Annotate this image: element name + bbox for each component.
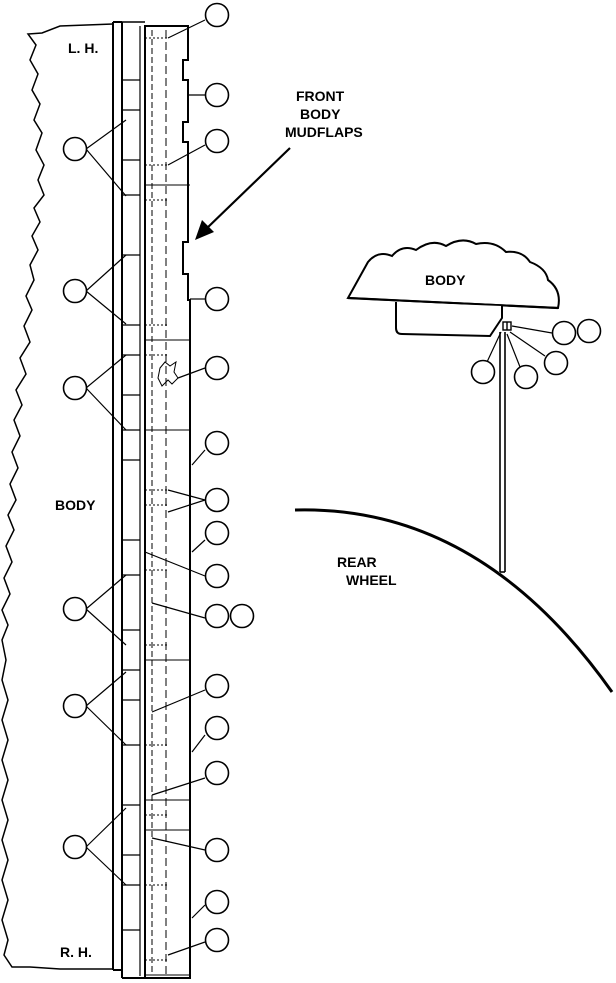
label-rh: R. H. <box>60 944 92 960</box>
leader-lines-rear <box>486 325 553 373</box>
label-front-line3: MUDFLAPS <box>285 124 363 140</box>
callout-circle <box>204 673 230 699</box>
callout-circle <box>204 563 230 589</box>
rear-mudflap-rod <box>499 332 506 573</box>
callout-circle <box>204 715 230 741</box>
callout-circle <box>204 82 230 108</box>
callout-circle <box>470 359 496 385</box>
callout-circle <box>62 596 88 622</box>
callout-circle <box>204 603 230 629</box>
rear-wheel-arc <box>294 508 614 693</box>
callout-circle <box>204 837 230 863</box>
callout-circle <box>204 355 230 381</box>
body-torn-edge <box>1 23 114 970</box>
label-front-line1: FRONT <box>296 88 345 104</box>
mudflap-pointer-arrow <box>195 147 291 240</box>
callout-circle <box>204 927 230 953</box>
label-lh: L. H. <box>68 40 98 56</box>
callout-circle <box>543 350 569 376</box>
callout-circle <box>62 834 88 860</box>
torn-patch <box>157 360 179 387</box>
label-rear-line2: WHEEL <box>346 572 397 588</box>
rear-fastener <box>502 321 512 331</box>
callout-circle <box>204 487 230 513</box>
callout-circle <box>204 430 230 456</box>
rear-mudflap-bracket <box>395 302 503 338</box>
rail-segments <box>122 26 141 976</box>
mudflap-strip <box>144 25 191 979</box>
callout-circle <box>204 520 230 546</box>
callout-circle <box>204 760 230 786</box>
callout-circle <box>204 889 230 915</box>
callout-circle <box>62 136 88 162</box>
rear-body-shape <box>346 239 560 310</box>
callout-circle <box>576 318 602 344</box>
callout-circle <box>204 286 230 312</box>
label-rear-line1: REAR <box>337 554 377 570</box>
callout-circle <box>551 320 577 346</box>
callouts-right <box>204 2 255 953</box>
callout-circle <box>62 278 88 304</box>
callout-circle <box>62 693 88 719</box>
callouts-rear <box>470 318 602 390</box>
mudflap-inner-lines <box>145 30 190 976</box>
callout-circle <box>62 375 88 401</box>
callout-circle <box>513 364 539 390</box>
callout-circle <box>204 2 230 28</box>
callout-circle <box>229 603 255 629</box>
label-body-left: BODY <box>55 497 96 513</box>
label-body-right: BODY <box>425 272 466 288</box>
leader-lines-left <box>85 119 127 886</box>
label-front-line2: BODY <box>300 106 341 122</box>
leader-lines-right <box>144 19 206 956</box>
callout-circle <box>204 128 230 154</box>
callouts-left <box>62 136 88 860</box>
